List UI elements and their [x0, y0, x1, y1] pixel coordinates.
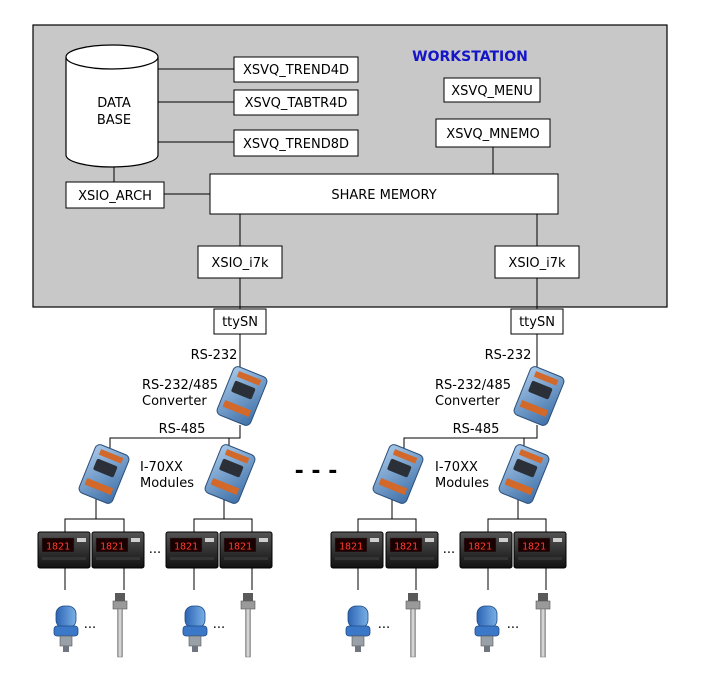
- panel-meter-icon: [91, 531, 145, 569]
- xsvq-menu-label: XSVQ_MENU: [451, 84, 532, 99]
- panel-meter-icon: [513, 531, 567, 569]
- xsvq-menu-box: XSVQ_MENU: [443, 77, 541, 103]
- xsio-i7k-left-box: XSIO_i7k: [197, 245, 283, 279]
- converter-right-label-line1: RS-232/485: [435, 378, 511, 393]
- modules-right-label-line1: I-70XX: [435, 460, 478, 475]
- database-cylinder: DATA BASE: [65, 44, 159, 168]
- rs232-left-label: RS-232: [191, 348, 238, 363]
- rs232-485-converter-left-icon: [215, 364, 269, 428]
- i70xx-module-left-1-icon: [77, 442, 131, 506]
- workstation-links: [113, 68, 538, 309]
- rs485-right-label: RS-485: [453, 422, 500, 437]
- ttysn-right-box: ttySN: [510, 308, 564, 335]
- panel-meter-icon: [330, 531, 384, 569]
- converter-left-label-line2: Converter: [142, 394, 207, 409]
- temperature-probe-icon: [112, 592, 128, 658]
- meters-right-ellipsis: ...: [443, 542, 455, 557]
- workstation-title: WORKSTATION: [412, 49, 528, 65]
- right-branch-lines: [357, 334, 547, 590]
- rs232-485-converter-right-icon: [512, 364, 566, 428]
- ttysn-left-label: ttySN: [222, 315, 258, 330]
- ttysn-right-label: ttySN: [519, 315, 555, 330]
- xsvq-tabtr4d-box: XSVQ_TABTR4D: [233, 89, 359, 116]
- converter-left-label-line1: RS-232/485: [142, 378, 218, 393]
- panel-meter-icon: [165, 531, 219, 569]
- i70xx-module-right-2-icon: [497, 442, 551, 506]
- xsio-arch-box: XSIO_ARCH: [65, 181, 165, 209]
- xsio-i7k-right-label: XSIO_i7k: [508, 256, 566, 271]
- xsio-i7k-left-label: XSIO_i7k: [211, 256, 269, 271]
- pressure-transmitter-icon: [474, 605, 500, 653]
- xsvq-mnemo-box: XSVQ_MNEMO: [435, 118, 551, 148]
- panel-meter-icon: [385, 531, 439, 569]
- modules-left-label-line1: I-70XX: [140, 460, 183, 475]
- share-memory-box: SHARE MEMORY: [209, 173, 559, 215]
- field-right-1-ellipsis: ...: [378, 617, 390, 632]
- right-field-branch: ttySN RS-232 RS-232/485 Converter RS-485…: [330, 308, 567, 658]
- converter-right-label-line2: Converter: [435, 394, 500, 409]
- xsvq-mnemo-label: XSVQ_MNEMO: [446, 127, 539, 142]
- workstation-panel: WORKSTATION DATA BASE XSVQ_TREND4D: [32, 24, 668, 309]
- modules-left-label-line2: Modules: [140, 476, 194, 491]
- share-memory-label: SHARE MEMORY: [331, 188, 436, 203]
- modules-right-label-line2: Modules: [435, 476, 489, 491]
- temperature-probe-icon: [405, 592, 421, 658]
- panel-meter-icon: [459, 531, 513, 569]
- xsvq-tabtr4d-label: XSVQ_TABTR4D: [245, 96, 348, 111]
- meters-left-ellipsis: ...: [149, 542, 161, 557]
- xsio-i7k-right-box: XSIO_i7k: [494, 245, 580, 279]
- pressure-transmitter-icon: [345, 605, 371, 653]
- xsvq-trend4d-label: XSVQ_TREND4D: [243, 63, 349, 78]
- panel-meter-icon: [37, 531, 91, 569]
- xsvq-trend8d-box: XSVQ_TREND8D: [233, 129, 359, 157]
- rs485-left-label: RS-485: [159, 422, 206, 437]
- xsvq-trend8d-label: XSVQ_TREND8D: [243, 137, 349, 152]
- xsio-arch-label: XSIO_ARCH: [78, 189, 152, 204]
- temperature-probe-icon: [535, 592, 551, 658]
- field-left-1-ellipsis: ...: [84, 617, 96, 632]
- xsvq-trend4d-box: XSVQ_TREND4D: [233, 56, 359, 83]
- field-left-2-ellipsis: ...: [213, 617, 225, 632]
- pressure-transmitter-icon: [182, 605, 208, 653]
- database-label-line1: DATA: [97, 96, 131, 111]
- ttysn-left-box: ttySN: [213, 308, 267, 335]
- branch-separator: - - -: [295, 459, 338, 484]
- panel-meter-icon: [219, 531, 273, 569]
- pressure-transmitter-icon: [53, 605, 79, 653]
- rs232-right-label: RS-232: [485, 348, 532, 363]
- left-field-branch: ttySN RS-232 RS-232/485 Converter RS-485…: [37, 308, 273, 658]
- temperature-probe-icon: [240, 592, 256, 658]
- field-right-2-ellipsis: ...: [507, 617, 519, 632]
- i70xx-module-right-1-icon: [371, 442, 425, 506]
- database-label-line2: BASE: [97, 113, 131, 128]
- i70xx-module-left-2-icon: [203, 442, 257, 506]
